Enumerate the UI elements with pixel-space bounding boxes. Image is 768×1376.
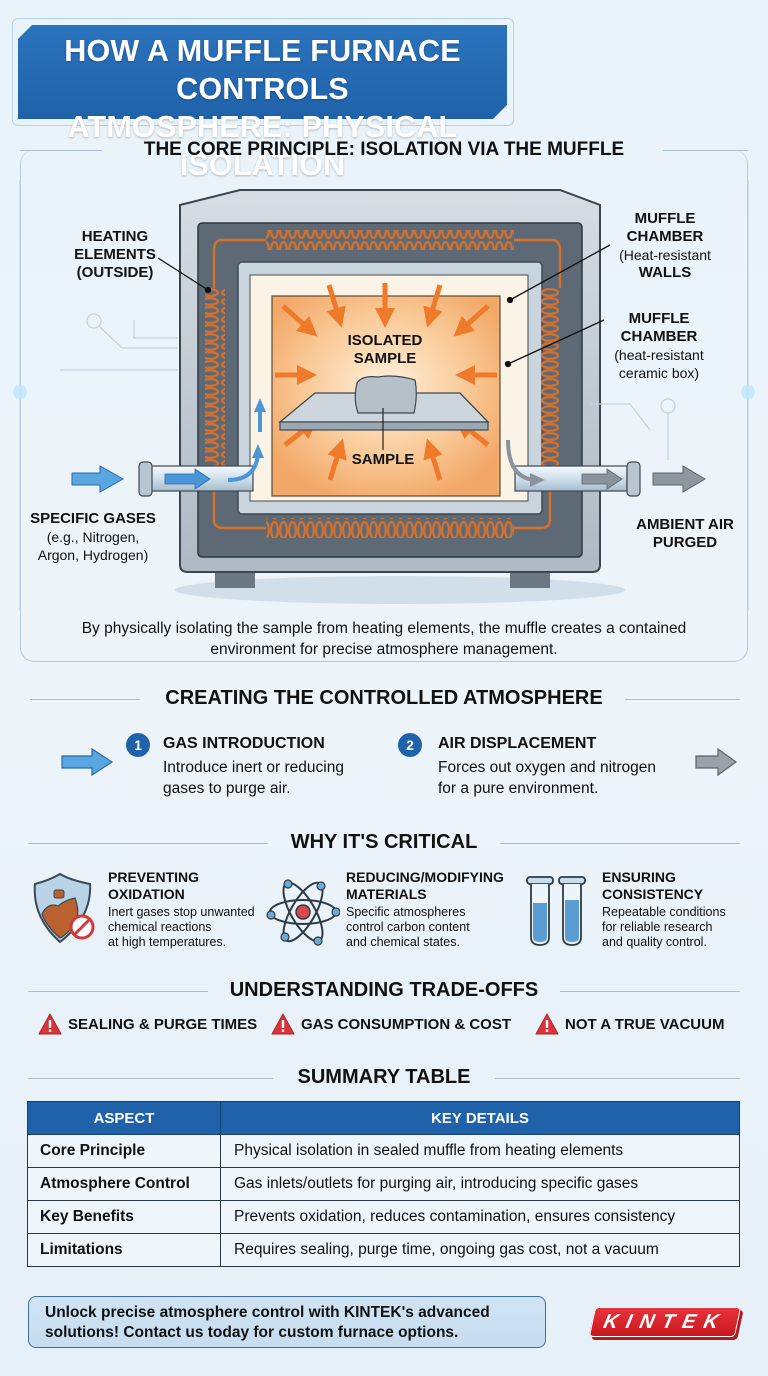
step-desc-air-displacement: Forces out oxygen and nitrogen for a pur…: [438, 759, 656, 797]
muffle-furnace-diagram: HEATING ELEMENTS (OUTSIDE) MUFFLE CHAMBE…: [0, 160, 768, 610]
cta-line-1: Unlock precise atmosphere control with K…: [45, 1304, 490, 1321]
core-principle-caption: By physically isolating the sample from …: [81, 620, 687, 658]
cell-aspect: Atmosphere Control: [27, 1167, 221, 1201]
arrow-right-blue-icon: [61, 747, 114, 777]
critical-desc-preventing-oxidation: Inert gases stop unwanted chemical react…: [108, 905, 255, 949]
step-title-air-displacement: AIR DISPLACEMENT: [438, 735, 597, 752]
table-row: Atmosphere Control Gas inlets/outlets fo…: [27, 1167, 740, 1201]
table-header-row: ASPECT KEY DETAILS: [27, 1101, 740, 1135]
divider: [30, 699, 140, 700]
section-heading-tradeoffs: UNDERSTANDING TRADE-OFFS: [229, 979, 539, 1001]
warning-icon: [271, 1013, 295, 1035]
label-isolated-sample: ISOLATED SAMPLE: [347, 332, 423, 367]
column-header-key-details: KEY DETAILS: [220, 1101, 740, 1135]
atom-icon: [266, 879, 340, 946]
furnace-illustration: [13, 180, 755, 610]
title-frame: [12, 18, 514, 126]
section-heading-summary-table: SUMMARY TABLE: [297, 1066, 471, 1088]
label-muffle-walls: MUFFLE CHAMBER (Heat-resistant WALLS: [619, 210, 711, 281]
page-title: HOW A MUFFLE FURNACE CONTROLS ATMOSPHERE…: [18, 32, 507, 184]
divider: [500, 843, 740, 844]
title-line-2: ATMOSPHERE: PHYSICAL ISOLATION: [67, 110, 458, 182]
divider: [28, 1078, 273, 1079]
shield-icon: [33, 872, 95, 944]
summary-table: ASPECT KEY DETAILS Core Principle Physic…: [27, 1101, 740, 1267]
label-sample: SAMPLE: [351, 451, 415, 468]
divider: [20, 150, 102, 151]
label-heating-elements: HEATING ELEMENTS (OUTSIDE): [74, 228, 156, 281]
step-number-1: 1: [126, 733, 150, 757]
title-banner: [18, 25, 507, 119]
column-header-aspect: ASPECT: [27, 1101, 221, 1135]
warning-icon: [535, 1013, 559, 1035]
step-number-2: 2: [398, 733, 422, 757]
cell-details: Prevents oxidation, reduces contaminatio…: [220, 1200, 740, 1234]
critical-title-preventing-oxidation: PREVENTING OXIDATION: [108, 869, 200, 902]
section-heading-core-principle: THE CORE PRINCIPLE: ISOLATION VIA THE MU…: [143, 139, 625, 160]
section-heading-controlled-atmosphere: CREATING THE CONTROLLED ATMOSPHERE: [165, 687, 603, 709]
cell-aspect: Key Benefits: [27, 1200, 221, 1234]
cell-details: Gas inlets/outlets for purging air, intr…: [220, 1167, 740, 1201]
cell-aspect: Core Principle: [27, 1134, 221, 1168]
cta-banner[interactable]: Unlock precise atmosphere control with K…: [28, 1296, 546, 1348]
cell-details: Requires sealing, purge time, ongoing ga…: [220, 1233, 740, 1267]
tradeoff-sealing-purge: SEALING & PURGE TIMES: [38, 1013, 257, 1035]
divider: [28, 991, 208, 992]
label-muffle-box: MUFFLE CHAMBER (heat-resistant ceramic b…: [614, 310, 704, 381]
cta-line-2: solutions! Contact us today for custom f…: [45, 1324, 459, 1341]
divider: [625, 699, 740, 700]
step-title-gas-introduction: GAS INTRODUCTION: [163, 735, 325, 752]
label-specific-gases: SPECIFIC GASES (e.g., Nitrogen, Argon, H…: [30, 510, 156, 563]
critical-desc-reducing-materials: Specific atmospheres control carbon cont…: [346, 905, 470, 949]
critical-desc-ensuring-consistency: Repeatable conditions for reliable resea…: [602, 905, 726, 949]
divider: [28, 843, 268, 844]
cell-aspect: Limitations: [27, 1233, 221, 1267]
critical-title-reducing-materials: REDUCING/MODIFYING MATERIALS: [346, 869, 504, 902]
table-row: Core Principle Physical isolation in sea…: [27, 1134, 740, 1168]
step-desc-gas-introduction: Introduce inert or reducing gases to pur…: [163, 759, 344, 797]
arrow-right-gray-icon: [695, 747, 738, 777]
kintek-logo[interactable]: KINTEK: [588, 1307, 742, 1337]
cell-details: Physical isolation in sealed muffle from…: [220, 1134, 740, 1168]
divider: [663, 150, 748, 151]
tradeoff-gas-cost: GAS CONSUMPTION & COST: [271, 1013, 511, 1035]
warning-icon: [38, 1013, 62, 1035]
label-ambient-air-purged: AMBIENT AIR PURGED: [636, 516, 734, 551]
table-row: Key Benefits Prevents oxidation, reduces…: [27, 1200, 740, 1234]
table-row: Limitations Requires sealing, purge time…: [27, 1233, 740, 1267]
tradeoff-not-vacuum: NOT A TRUE VACUUM: [535, 1013, 724, 1035]
test-tubes-icon: [526, 876, 586, 946]
section-heading-why-critical: WHY IT'S CRITICAL: [290, 831, 478, 853]
divider: [560, 991, 740, 992]
title-line-1: HOW A MUFFLE FURNACE CONTROLS: [64, 34, 461, 106]
critical-title-ensuring-consistency: ENSURING CONSISTENCY: [602, 869, 704, 902]
divider: [495, 1078, 740, 1079]
